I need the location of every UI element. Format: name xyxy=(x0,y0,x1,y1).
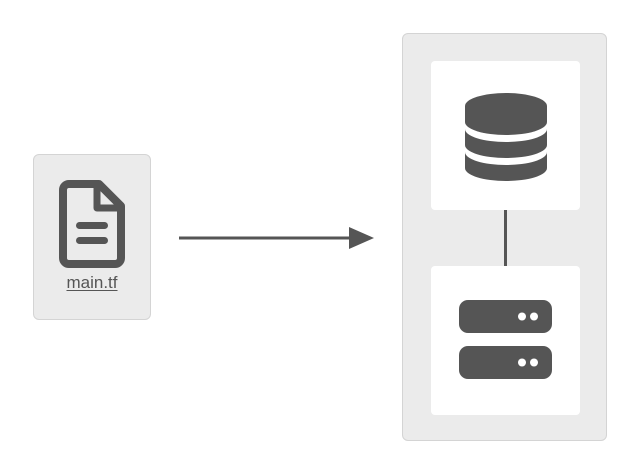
file-name-link[interactable]: main.tf xyxy=(66,273,118,292)
database-tile[interactable] xyxy=(431,61,580,210)
connection-line xyxy=(504,210,507,266)
arrow-right-icon xyxy=(179,227,374,249)
server-icon xyxy=(459,300,552,379)
infrastructure-panel xyxy=(402,33,607,441)
terraform-file-card[interactable]: main.tf xyxy=(33,154,151,320)
server-tile[interactable] xyxy=(431,266,580,415)
file-document-icon xyxy=(59,180,125,268)
database-icon xyxy=(465,93,547,181)
